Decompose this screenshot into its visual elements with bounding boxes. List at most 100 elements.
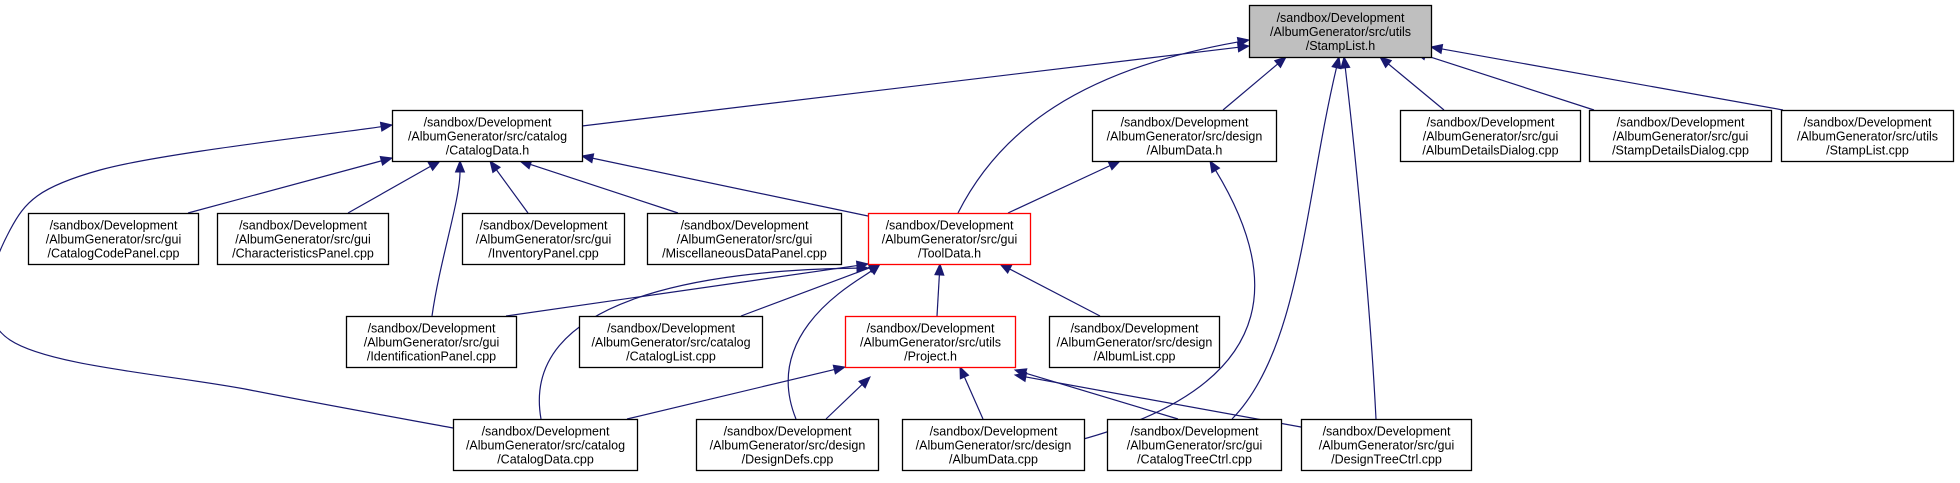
node-label-line: /DesignDefs.cpp: [742, 453, 834, 467]
node-designtreectrl_cpp[interactable]: /sandbox/Development/AlbumGenerator/src/…: [1300, 418, 1473, 472]
node-label-line: /AlbumGenerator/src/design: [710, 439, 866, 453]
node-label-line: /AlbumData.h: [1147, 144, 1223, 158]
node-designdefs_cpp[interactable]: /sandbox/Development/AlbumGenerator/src/…: [695, 418, 880, 472]
node-box: [1300, 418, 1473, 472]
edge-line: [187, 160, 382, 214]
edge-line: [957, 41, 1239, 214]
node-label-line: /AlbumGenerator/src/gui: [1613, 130, 1748, 144]
edge-line: [530, 163, 679, 214]
node-label-line: /CatalogList.cpp: [626, 350, 716, 364]
edge-line: [496, 169, 529, 214]
node-box: [1106, 418, 1283, 472]
node-label-line: /AlbumGenerator/src/design: [1107, 130, 1263, 144]
edge-arrowhead: [1013, 371, 1028, 383]
node-label-line: /sandbox/Development: [1131, 425, 1259, 439]
edge-line: [740, 267, 870, 317]
node-catalogcodepanel_cpp[interactable]: /sandbox/Development/AlbumGenerator/src/…: [27, 212, 200, 266]
edge-arrowhead: [867, 263, 882, 276]
node-box: [646, 212, 843, 266]
node-albumdata_cpp[interactable]: /sandbox/Development/AlbumGenerator/src/…: [901, 418, 1086, 472]
edge-line: [825, 384, 863, 420]
node-stamplist_h[interactable]: /sandbox/Development/AlbumGenerator/src/…: [1248, 4, 1433, 59]
node-label-line: /AlbumGenerator/src/design: [1057, 336, 1213, 350]
node-catalogdata_cpp[interactable]: /sandbox/Development/AlbumGenerator/src/…: [452, 418, 639, 472]
node-label-line: /AlbumGenerator/src/catalog: [591, 336, 750, 350]
edge-arrowhead: [856, 262, 870, 274]
edge-line: [1388, 63, 1445, 111]
edge-albumlist_cpp-to-tooldata_h: [998, 263, 1101, 317]
node-albumdetailsdialog_cpp[interactable]: /sandbox/Development/AlbumGenerator/src/…: [1399, 109, 1582, 163]
node-label-line: /StampDetailsDialog.cpp: [1612, 144, 1749, 158]
edge-line: [1079, 170, 1256, 441]
node-catalogdata_h[interactable]: /sandbox/Development/AlbumGenerator/src/…: [391, 109, 584, 163]
node-box: [1048, 315, 1221, 369]
edge-line: [936, 274, 940, 317]
node-label-line: /sandbox/Development: [930, 425, 1058, 439]
edge-arrowhead: [427, 160, 442, 172]
node-identificationpanel_cpp[interactable]: /sandbox/Development/AlbumGenerator/src/…: [345, 315, 518, 369]
node-miscellaneousdatapanel_cpp[interactable]: /sandbox/Development/AlbumGenerator/src/…: [646, 212, 843, 266]
edge-line: [1025, 372, 1179, 420]
node-box: [844, 315, 1017, 369]
node-label-line: /AlbumList.cpp: [1094, 350, 1176, 364]
node-tooldata_h[interactable]: /sandbox/Development/AlbumGenerator/src/…: [867, 212, 1032, 266]
edge-line: [1344, 67, 1377, 420]
node-label-line: /AlbumGenerator/src/gui: [1423, 130, 1558, 144]
edge-catalogtreectrl_cpp-to-stamplist_h: [1231, 55, 1342, 420]
edge-arrowhead: [934, 262, 945, 276]
edge-line: [592, 157, 869, 217]
edge-designdefs_cpp-to-tooldata_h: [787, 263, 882, 420]
node-project_h[interactable]: /sandbox/Development/AlbumGenerator/src/…: [844, 315, 1017, 369]
node-stampdetailsdialog_cpp[interactable]: /sandbox/Development/AlbumGenerator/src/…: [1588, 109, 1773, 163]
node-stamplist_cpp[interactable]: /sandbox/Development/AlbumGenerator/src/…: [1780, 109, 1955, 163]
edge-arrowhead: [1378, 56, 1393, 69]
node-characteristicspanel_cpp[interactable]: /sandbox/Development/AlbumGenerator/src/…: [216, 212, 390, 266]
nodes-layer: /sandbox/Development/AlbumGenerator/src/…: [27, 4, 1955, 472]
node-label-line: /AlbumGenerator/src/gui: [476, 233, 611, 247]
node-label-line: /AlbumGenerator/src/design: [916, 439, 1072, 453]
edge-arrowhead: [959, 365, 970, 380]
node-label-line: /AlbumGenerator/src/gui: [1319, 439, 1454, 453]
node-box: [391, 109, 584, 163]
node-label-line: /AlbumGenerator/src/catalog: [466, 439, 625, 453]
edge-catalogdata_cpp-to-tooldata_h: [538, 262, 870, 420]
node-cataloglist_cpp[interactable]: /sandbox/Development/AlbumGenerator/src/…: [578, 315, 764, 369]
node-albumdata_h[interactable]: /sandbox/Development/AlbumGenerator/src/…: [1091, 109, 1278, 163]
edge-tooldata_h-to-catalogdata_h: [580, 153, 869, 217]
node-label-line: /CharacteristicsPanel.cpp: [232, 247, 374, 261]
edge-arrowhead: [1107, 160, 1122, 171]
node-label-line: /AlbumGenerator/src/catalog: [408, 130, 567, 144]
edge-arrowhead: [1429, 43, 1444, 55]
edge-line: [431, 171, 461, 317]
node-albumlist_cpp[interactable]: /sandbox/Development/AlbumGenerator/src/…: [1048, 315, 1221, 369]
edge-project_h-to-tooldata_h: [934, 262, 945, 317]
node-label-line: /StampList.cpp: [1826, 144, 1909, 158]
node-label-line: /sandbox/Development: [867, 322, 995, 336]
node-label-line: /MiscellaneousDataPanel.cpp: [662, 247, 827, 261]
node-label-line: /DesignTreeCtrl.cpp: [1331, 453, 1442, 467]
node-label-line: /sandbox/Development: [886, 219, 1014, 233]
node-label-line: /AlbumGenerator/src/utils: [1797, 130, 1938, 144]
node-label-line: /IdentificationPanel.cpp: [367, 350, 496, 364]
edge-arrowhead: [1236, 36, 1251, 48]
edge-line: [1425, 54, 1595, 111]
node-label-line: /AlbumGenerator/src/gui: [46, 233, 181, 247]
edge-albumdata_cpp-to-project_h: [959, 365, 984, 420]
node-catalogtreectrl_cpp[interactable]: /sandbox/Development/AlbumGenerator/src/…: [1106, 418, 1283, 472]
edge-line: [538, 267, 858, 420]
edge-arrowhead: [580, 153, 595, 164]
node-box: [216, 212, 390, 266]
node-label-line: /sandbox/Development: [1427, 116, 1555, 130]
edge-catalogcodepanel_cpp-to-catalogdata_h: [187, 155, 394, 214]
node-box: [1780, 109, 1955, 163]
node-label-line: /sandbox/Development: [681, 219, 809, 233]
edge-line: [347, 165, 431, 214]
edge-arrowhead: [832, 364, 847, 375]
node-label-line: /CatalogTreeCtrl.cpp: [1137, 453, 1252, 467]
node-box: [461, 212, 626, 266]
node-inventorypanel_cpp[interactable]: /sandbox/Development/AlbumGenerator/src/…: [461, 212, 626, 266]
node-label-line: /sandbox/Development: [1071, 322, 1199, 336]
node-label-line: /AlbumGenerator/src/gui: [882, 233, 1017, 247]
edge-line: [581, 46, 1239, 127]
